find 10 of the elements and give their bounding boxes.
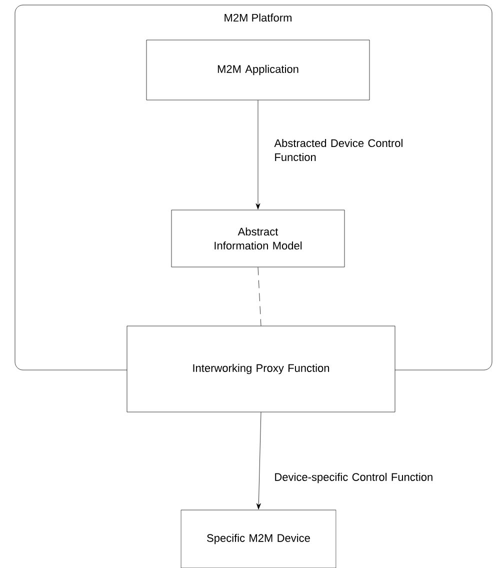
process-box: M2M Application bbox=[146, 40, 370, 100]
arrow bbox=[256, 100, 260, 210]
platform-label: M2M Platform bbox=[224, 14, 292, 22]
process-box: Abstract Information Model bbox=[171, 210, 345, 268]
edge-label: Device-specific Control Function bbox=[275, 472, 432, 484]
dashed-line bbox=[258, 267, 262, 326]
process-box: Specific M2M Device bbox=[180, 510, 336, 568]
edge-label: Abstracted Device Control Function bbox=[274, 138, 402, 162]
arrow bbox=[256, 412, 262, 510]
process-box: Interworking Proxy Function bbox=[126, 326, 396, 412]
